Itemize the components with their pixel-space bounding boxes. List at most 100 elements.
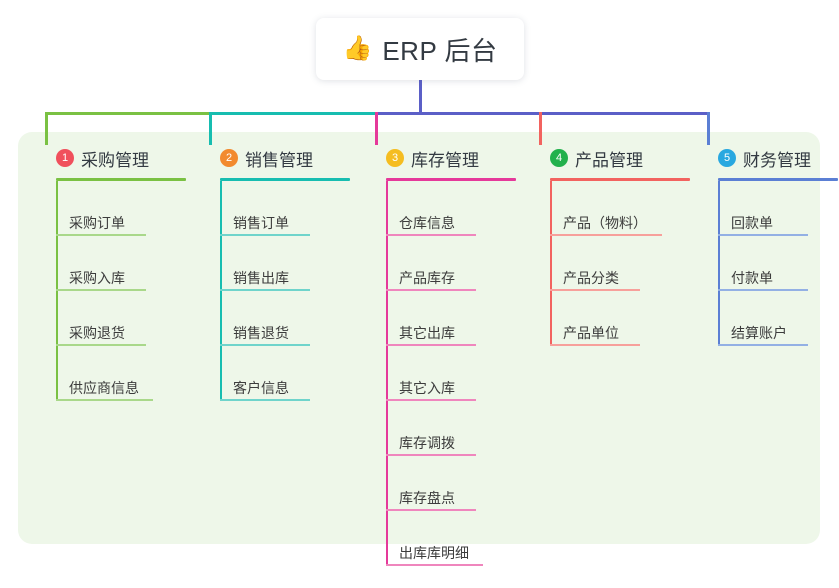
root-node[interactable]: 👍 ERP 后台 xyxy=(316,18,524,80)
menu-item-label: 采购订单 xyxy=(69,214,125,231)
menu-item[interactable]: 库存调拨 xyxy=(366,401,516,456)
column-items: 仓库信息产品库存其它出库其它入库库存调拨库存盘点出库库明细 xyxy=(366,181,516,566)
menu-item-rule xyxy=(718,344,808,346)
drop-2 xyxy=(209,112,212,145)
column-header-rule xyxy=(386,178,516,181)
column-number-badge: 2 xyxy=(220,149,238,167)
menu-item[interactable]: 产品库存 xyxy=(366,236,516,291)
column-spine xyxy=(220,181,222,401)
menu-item-rule xyxy=(220,234,310,236)
bus-seg-1 xyxy=(45,112,211,115)
menu-item-label: 回款单 xyxy=(731,214,773,231)
menu-item-label: 客户信息 xyxy=(233,379,289,396)
menu-item-label: 其它入库 xyxy=(399,379,455,396)
menu-item-label: 销售订单 xyxy=(233,214,289,231)
menu-item[interactable]: 其它入库 xyxy=(366,346,516,401)
trunk-vertical xyxy=(419,80,422,115)
menu-item-rule xyxy=(386,344,476,346)
menu-item[interactable]: 其它出库 xyxy=(366,291,516,346)
menu-item[interactable]: 采购订单 xyxy=(36,181,186,236)
column-2: 2 销售管理销售订单销售出库销售退货客户信息 xyxy=(200,145,350,401)
menu-item[interactable]: 仓库信息 xyxy=(366,181,516,236)
menu-item-label: 产品库存 xyxy=(399,269,455,286)
column-header-rule xyxy=(220,178,350,181)
bus-seg-2 xyxy=(209,112,377,115)
diagram-background-panel xyxy=(18,132,820,544)
column-title: 库存管理 xyxy=(411,150,479,170)
drop-5 xyxy=(707,112,710,145)
menu-item[interactable]: 供应商信息 xyxy=(36,346,186,401)
bus-seg-3 xyxy=(375,112,710,115)
menu-item-rule xyxy=(718,289,808,291)
menu-item[interactable]: 产品单位 xyxy=(530,291,690,346)
menu-item-rule xyxy=(220,399,310,401)
menu-item-label: 产品（物料） xyxy=(563,214,647,231)
thumbs-up-icon: 👍 xyxy=(342,35,373,62)
menu-item[interactable]: 销售退货 xyxy=(200,291,350,346)
drop-1 xyxy=(45,112,48,145)
menu-item-label: 结算账户 xyxy=(731,324,787,341)
column-title: 财务管理 xyxy=(743,150,811,170)
menu-item-rule xyxy=(386,509,476,511)
menu-item-rule xyxy=(220,344,310,346)
menu-item-rule xyxy=(718,234,808,236)
menu-item-rule xyxy=(550,344,640,346)
menu-item-label: 出库库明细 xyxy=(399,544,469,561)
column-items: 采购订单采购入库采购退货供应商信息 xyxy=(36,181,186,401)
menu-item[interactable]: 采购退货 xyxy=(36,291,186,346)
menu-item[interactable]: 出库库明细 xyxy=(366,511,516,566)
column-title: 销售管理 xyxy=(245,150,313,170)
menu-item[interactable]: 客户信息 xyxy=(200,346,350,401)
column-header-rule xyxy=(550,178,690,181)
menu-item-rule xyxy=(550,289,640,291)
column-header-3[interactable]: 3 库存管理 xyxy=(366,145,516,171)
column-spine xyxy=(56,181,58,401)
column-5: 5 财务管理回款单付款单结算账户 xyxy=(698,145,838,346)
menu-item-label: 库存盘点 xyxy=(399,489,455,506)
column-header-2[interactable]: 2 销售管理 xyxy=(200,145,350,171)
column-number-badge: 3 xyxy=(386,149,404,167)
menu-item-rule xyxy=(386,289,476,291)
menu-item-rule xyxy=(386,234,476,236)
menu-item-rule xyxy=(386,399,476,401)
drop-4 xyxy=(539,112,542,145)
column-3: 3 库存管理仓库信息产品库存其它出库其它入库库存调拨库存盘点出库库明细 xyxy=(366,145,516,566)
menu-item[interactable]: 付款单 xyxy=(698,236,838,291)
column-spine xyxy=(718,181,720,346)
menu-item[interactable]: 销售出库 xyxy=(200,236,350,291)
menu-item-rule xyxy=(220,289,310,291)
column-spine xyxy=(386,181,388,566)
menu-item-rule xyxy=(386,454,476,456)
column-items: 回款单付款单结算账户 xyxy=(698,181,838,346)
menu-item[interactable]: 结算账户 xyxy=(698,291,838,346)
column-number-badge: 5 xyxy=(718,149,736,167)
column-header-rule xyxy=(718,178,838,181)
menu-item-rule xyxy=(550,234,662,236)
menu-item-label: 采购退货 xyxy=(69,324,125,341)
menu-item[interactable]: 产品（物料） xyxy=(530,181,690,236)
menu-item[interactable]: 销售订单 xyxy=(200,181,350,236)
drop-3 xyxy=(375,112,378,145)
menu-item-label: 采购入库 xyxy=(69,269,125,286)
menu-item-rule xyxy=(56,344,146,346)
menu-item-label: 产品分类 xyxy=(563,269,619,286)
menu-item[interactable]: 产品分类 xyxy=(530,236,690,291)
menu-item-label: 仓库信息 xyxy=(399,214,455,231)
menu-item[interactable]: 库存盘点 xyxy=(366,456,516,511)
menu-item-label: 产品单位 xyxy=(563,324,619,341)
menu-item[interactable]: 采购入库 xyxy=(36,236,186,291)
menu-item[interactable]: 回款单 xyxy=(698,181,838,236)
column-header-rule xyxy=(56,178,186,181)
column-items: 销售订单销售出库销售退货客户信息 xyxy=(200,181,350,401)
menu-item-label: 销售出库 xyxy=(233,269,289,286)
column-title: 采购管理 xyxy=(81,150,149,170)
menu-item-rule xyxy=(386,564,483,566)
column-header-5[interactable]: 5 财务管理 xyxy=(698,145,838,171)
menu-item-label: 销售退货 xyxy=(233,324,289,341)
column-items: 产品（物料） 产品分类产品单位 xyxy=(530,181,690,346)
